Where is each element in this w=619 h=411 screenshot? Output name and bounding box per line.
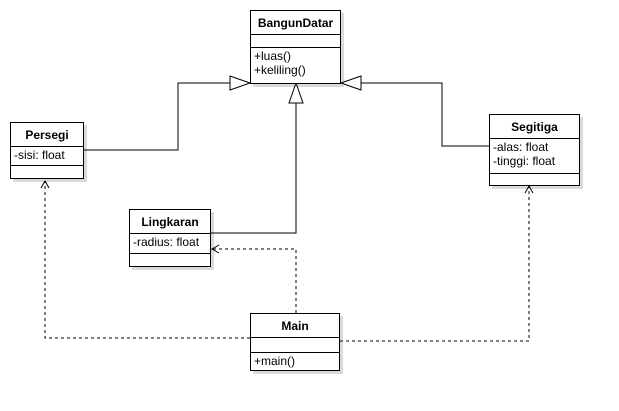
attributes-compartment: -radius: float bbox=[130, 234, 210, 254]
class-box-segitiga[interactable]: Segitiga -alas: float -tinggi: float bbox=[489, 114, 580, 186]
generalization-segitiga-bangundatar bbox=[361, 82, 489, 147]
dependency-main-lingkaran bbox=[212, 248, 297, 313]
operation: +main() bbox=[254, 354, 296, 368]
inheritance-arrowhead-icon bbox=[229, 75, 252, 91]
operations-compartment bbox=[490, 174, 579, 184]
generalization-persegi-bangundatar bbox=[84, 82, 230, 151]
inheritance-arrowhead-icon bbox=[339, 75, 362, 91]
open-arrowhead-icon bbox=[40, 179, 50, 189]
open-arrowhead-icon bbox=[524, 184, 534, 194]
class-name: Lingkaran bbox=[130, 210, 210, 234]
class-box-main[interactable]: Main +main() bbox=[250, 313, 340, 371]
attribute: -alas: float bbox=[493, 140, 549, 154]
operation: +luas() bbox=[254, 49, 292, 63]
operation: +keliling() bbox=[254, 63, 306, 77]
class-name: Segitiga bbox=[490, 115, 579, 139]
class-box-lingkaran[interactable]: Lingkaran -radius: float bbox=[129, 209, 211, 267]
attributes-compartment: -alas: float -tinggi: float bbox=[490, 139, 579, 174]
dependency-main-segitiga bbox=[340, 187, 530, 342]
class-name: Main bbox=[251, 314, 339, 338]
inheritance-arrowhead-icon bbox=[288, 81, 304, 104]
dependency-main-persegi bbox=[44, 182, 250, 339]
generalization-lingkaran-bangundatar bbox=[211, 103, 297, 234]
class-name: BangunDatar bbox=[251, 11, 340, 35]
operations-compartment bbox=[130, 254, 210, 264]
attribute: -tinggi: float bbox=[493, 154, 556, 168]
operations-compartment: +luas() +keliling() bbox=[251, 48, 340, 78]
attributes-compartment bbox=[251, 338, 339, 353]
class-name: Persegi bbox=[11, 123, 83, 147]
operations-compartment: +main() bbox=[251, 353, 339, 369]
attribute: -radius: float bbox=[133, 235, 200, 249]
class-box-persegi[interactable]: Persegi -sisi: float bbox=[10, 122, 84, 179]
class-box-bangundatar[interactable]: BangunDatar +luas() +keliling() bbox=[250, 10, 341, 84]
open-arrowhead-icon bbox=[210, 244, 220, 254]
operations-compartment bbox=[11, 166, 83, 176]
attributes-compartment bbox=[251, 35, 340, 48]
attributes-compartment: -sisi: float bbox=[11, 147, 83, 166]
attribute: -sisi: float bbox=[14, 148, 65, 162]
